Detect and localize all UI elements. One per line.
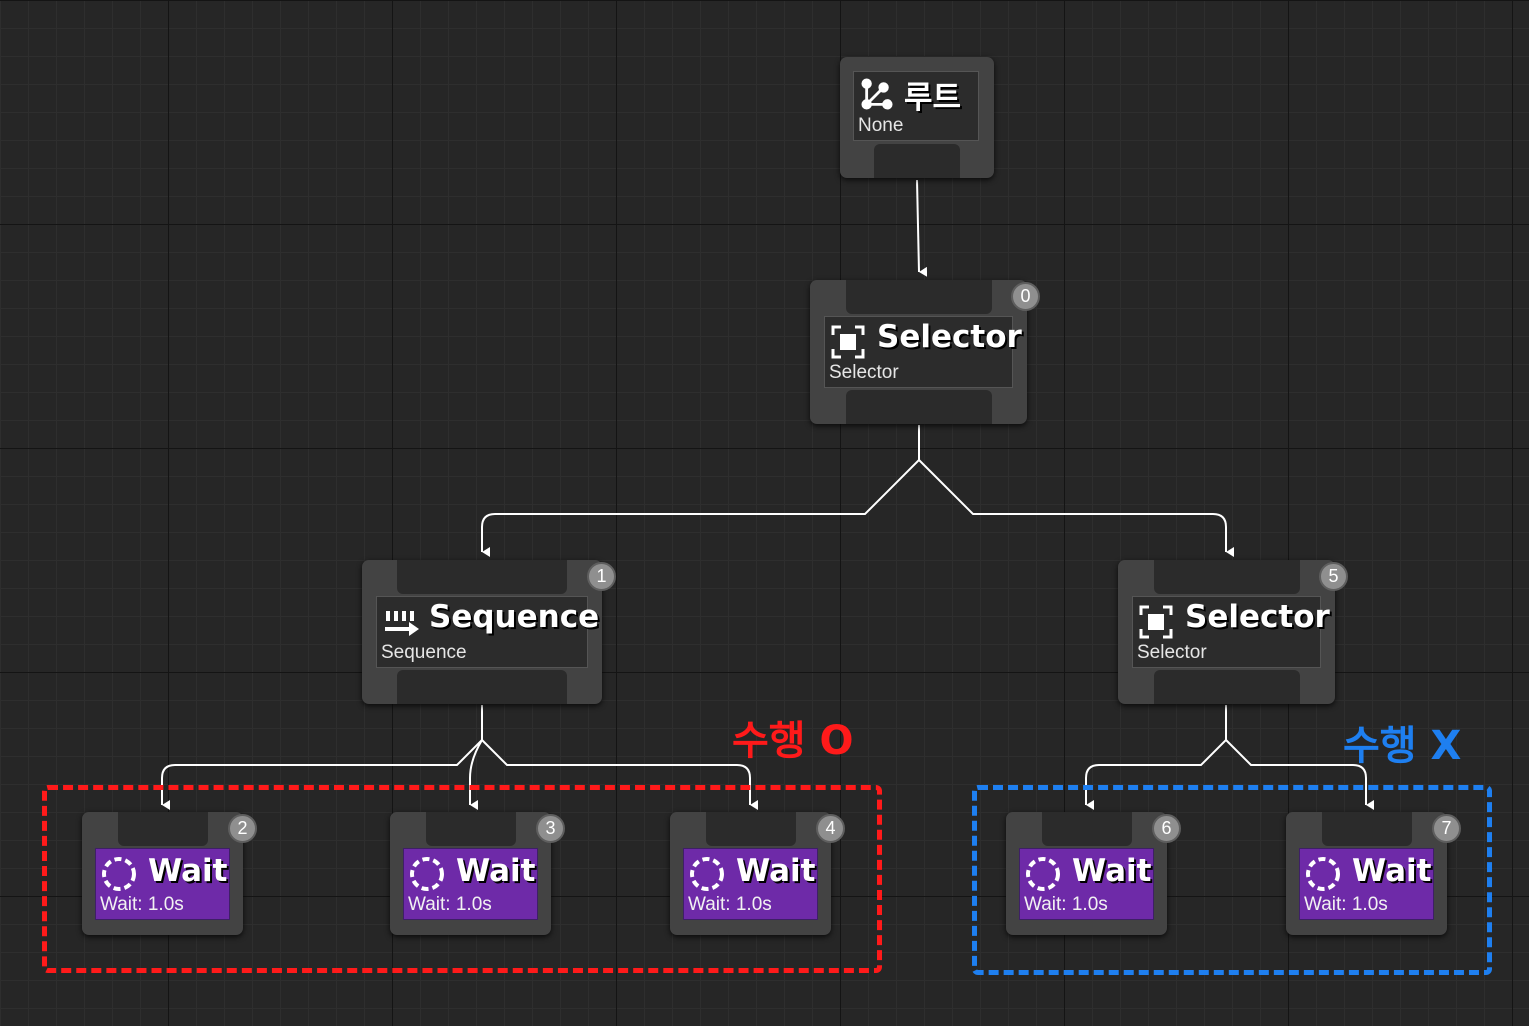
wait-7-title: Wait: [1352, 853, 1432, 889]
selector-5-title: Selector: [1185, 599, 1330, 635]
wait-4-input-pin[interactable]: [705, 812, 796, 846]
wait-timer-icon: [102, 857, 136, 891]
execution-index-badge: 5: [1319, 562, 1348, 591]
selector-5-subtitle: Selector: [1137, 642, 1207, 663]
wire-selector0-sequence1: [481, 425, 920, 557]
sequence-node-1[interactable]: Sequence Sequence 1: [362, 560, 616, 704]
wait-6-subtitle: Wait: 1.0s: [1024, 894, 1108, 915]
wait-6-title: Wait: [1072, 853, 1152, 889]
not-executed-label: 수행 X: [1343, 723, 1462, 769]
wire-sequence1-wait2: [161, 705, 483, 810]
root-node-subtitle: None: [858, 115, 904, 136]
wait-timer-icon: [410, 857, 444, 891]
wait-3-input-pin[interactable]: [425, 812, 516, 846]
wire-sequence1-wait3: [469, 739, 483, 810]
wait-7-input-pin[interactable]: [1321, 812, 1412, 846]
wait-timer-icon: [1306, 857, 1340, 891]
wait-node-3[interactable]: Wait Wait: 1.0s 3: [390, 812, 565, 935]
wait-node-7[interactable]: Wait Wait: 1.0s 7: [1286, 812, 1461, 935]
wait-2-input-pin[interactable]: [117, 812, 208, 846]
root-node-body: 루트 None: [853, 71, 979, 141]
wire-selector5-wait6: [1085, 705, 1227, 810]
wire-root-selector0: [916, 179, 928, 277]
executed-label: 수행 O: [732, 718, 854, 764]
selector-0-output-pin[interactable]: [845, 390, 992, 424]
execution-index-badge: 3: [536, 814, 565, 843]
wait-6-body: Wait Wait: 1.0s: [1019, 848, 1154, 920]
root-node-title: 루트: [904, 80, 962, 116]
wait-7-body: Wait Wait: 1.0s: [1299, 848, 1434, 920]
selector-0-subtitle: Selector: [829, 362, 899, 383]
sequence-1-title: Sequence: [429, 599, 600, 635]
root-node[interactable]: 루트 None: [840, 57, 994, 178]
root-output-pin[interactable]: [874, 144, 960, 178]
wait-2-title: Wait: [148, 853, 228, 889]
execution-index-badge: 4: [816, 814, 845, 843]
wire-sequence1-wait4: [481, 739, 758, 810]
execution-index-badge: 2: [228, 814, 257, 843]
selector-icon: [1139, 605, 1173, 639]
selector-icon: [831, 325, 865, 359]
selector-5-body: Selector Selector: [1132, 596, 1330, 668]
selector-node-0[interactable]: Selector Selector 0: [810, 280, 1040, 424]
wire-selector0-selector5: [918, 459, 1234, 557]
wait-4-title: Wait: [736, 853, 816, 889]
not-executed-group-outline: [972, 785, 1492, 975]
wait-3-body: Wait Wait: 1.0s: [403, 848, 538, 920]
selector-0-title: Selector: [877, 319, 1022, 355]
sequence-1-subtitle: Sequence: [381, 642, 467, 663]
wait-node-4[interactable]: Wait Wait: 1.0s 4: [670, 812, 845, 935]
tree-root-icon: [861, 78, 893, 110]
sequence-icon: [385, 611, 419, 636]
wait-timer-icon: [690, 857, 724, 891]
selector-5-output-pin[interactable]: [1153, 670, 1300, 704]
wait-6-input-pin[interactable]: [1041, 812, 1132, 846]
selector-0-body: Selector Selector: [824, 316, 1022, 388]
wait-4-body: Wait Wait: 1.0s: [683, 848, 818, 920]
wait-timer-icon: [1026, 857, 1060, 891]
execution-index-badge: 6: [1152, 814, 1181, 843]
wait-node-2[interactable]: Wait Wait: 1.0s 2: [82, 812, 257, 935]
executed-group-outline: [42, 785, 882, 973]
wire-selector5-wait7: [1225, 739, 1374, 810]
execution-index-badge: 0: [1011, 282, 1040, 311]
wait-2-body: Wait Wait: 1.0s: [95, 848, 230, 920]
wait-4-subtitle: Wait: 1.0s: [688, 894, 772, 915]
wait-3-subtitle: Wait: 1.0s: [408, 894, 492, 915]
sequence-1-input-pin[interactable]: [397, 560, 567, 594]
wait-7-subtitle: Wait: 1.0s: [1304, 894, 1388, 915]
wait-node-6[interactable]: Wait Wait: 1.0s 6: [1006, 812, 1181, 935]
sequence-1-body: Sequence Sequence: [376, 596, 599, 668]
execution-index-badge: 7: [1432, 814, 1461, 843]
execution-index-badge: 1: [587, 562, 616, 591]
selector-0-input-pin[interactable]: [845, 280, 992, 314]
selector-5-input-pin[interactable]: [1153, 560, 1300, 594]
sequence-1-output-pin[interactable]: [397, 670, 567, 704]
wait-3-title: Wait: [456, 853, 536, 889]
wait-2-subtitle: Wait: 1.0s: [100, 894, 184, 915]
selector-node-5[interactable]: Selector Selector 5: [1118, 560, 1348, 704]
